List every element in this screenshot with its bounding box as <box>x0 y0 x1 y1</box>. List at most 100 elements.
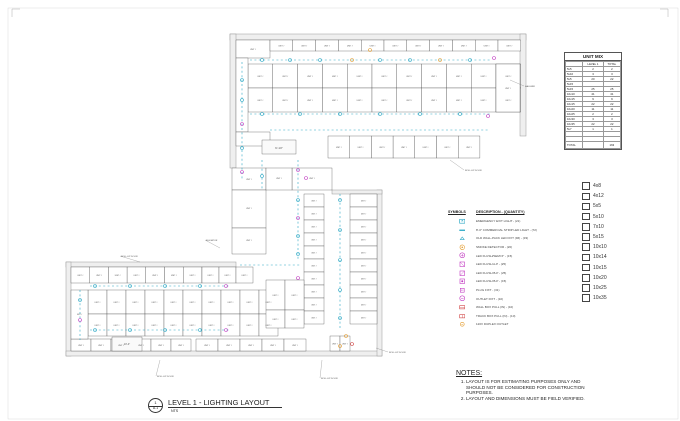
unit-label: UNIT # <box>257 76 264 78</box>
unit-size-label: 10x25 <box>593 284 607 291</box>
unit-label: UNIT # <box>171 302 178 304</box>
legend-description: LED FLUSH A-P - (25) <box>476 262 507 267</box>
storage-units <box>70 39 521 352</box>
unit-label: UNIT # <box>278 45 285 47</box>
drawing-number: 1 <box>154 400 157 405</box>
unit-label: UNIT # <box>392 45 399 47</box>
legend-description: LED FLUSH B-P - (15) <box>476 279 507 284</box>
unit-label: UNIT # <box>190 302 197 304</box>
leader-line <box>375 347 389 353</box>
unit-label: UNIT # <box>204 345 211 347</box>
unit-label: UNIT # <box>332 76 339 78</box>
unit-size-label: 10x35 <box>593 295 607 302</box>
unit-label: UNIT # <box>444 147 451 149</box>
unit-label: UNIT # <box>505 100 512 102</box>
light-fixture-icon <box>198 328 202 332</box>
legend-description: TRACK BOX PULL (IN) - (10) <box>476 313 516 318</box>
light-fixture-icon <box>163 284 167 288</box>
unit-size-swatch <box>582 263 590 272</box>
plan-labels: UNIT # UNIT # UNIT # UNIT # UNIT # UNIT # UNIT… <box>77 45 536 379</box>
legend-description: LED FLUSH B-P - (25) <box>476 270 507 275</box>
light-fixture-icon <box>240 98 244 102</box>
unit-label: UNIT # <box>78 345 85 347</box>
unit-label: UNIT # <box>456 76 463 78</box>
unit-mix-title: UNIT MIX <box>565 53 621 61</box>
unit-label: UNIT # <box>114 325 121 327</box>
led-circle-icon <box>459 252 465 259</box>
legend-symbol <box>448 313 476 320</box>
unit-size-swatch <box>582 274 590 282</box>
legend-row: SMOKE DETECTOR - (20) <box>448 243 558 252</box>
unit-label: UNIT # <box>361 214 366 216</box>
unit-label: UNIT # <box>152 302 159 304</box>
unit-label: UNIT # <box>311 214 316 216</box>
storage-unit <box>446 87 472 113</box>
legend-symbol <box>448 218 476 225</box>
storage-unit <box>371 63 397 89</box>
legend-description: LED FLUSH/SEMI 6" - (15) <box>476 253 513 258</box>
storage-unit <box>349 310 378 325</box>
unit-label: UNIT # <box>292 295 299 297</box>
light-fixture-icon <box>240 78 244 82</box>
unit-label: UNIT # <box>357 100 364 102</box>
unit-size-label: 7x10 <box>593 223 604 230</box>
unit-label: UNIT # <box>361 305 366 307</box>
unit-label: UNIT # <box>311 201 316 203</box>
unit-size-swatch <box>582 192 590 201</box>
unit-label: UNIT # <box>133 302 140 304</box>
legend-description: SMOKE DETECTOR - (20) <box>476 245 513 250</box>
unit-label: UNIT # <box>257 100 264 102</box>
light-fixture-icon <box>296 198 300 202</box>
notes-block: NOTES: LAYOUT IS FOR ESTIMATING PURPOSES… <box>456 370 596 401</box>
unit-label: UNIT # <box>506 45 513 47</box>
unit-label: UNIT # <box>379 147 386 149</box>
unit-size-swatch <box>582 294 590 302</box>
unit-size-item: 10x14 <box>582 252 642 262</box>
legend-rows: EMERGENCY EXIT LIGHT - (21)8'-0" COMMERC… <box>448 217 558 329</box>
unit-label: UNIT # <box>481 100 488 102</box>
leader-line <box>155 359 161 377</box>
light-fixture-icon <box>350 342 354 346</box>
light-fixture-icon <box>338 316 342 320</box>
light-fixture-icon <box>344 334 348 338</box>
unit-label: UNIT # <box>311 266 316 268</box>
note-item: LAYOUT AND DIMENSIONS MUST BE FIELD VERI… <box>466 396 596 402</box>
storage-unit <box>235 131 271 147</box>
storage-unit <box>265 167 293 191</box>
light-fixture-icon <box>296 234 300 238</box>
door-label: ROLL-UP DOOR <box>121 256 138 258</box>
unit-size-item: 10x20 <box>582 273 642 283</box>
legend-header-description: DESCRIPTION - (QUANTITY) <box>476 210 525 214</box>
legend-row: 120V DUPLEX OUTLET <box>448 320 558 329</box>
unit-label: UNIT # <box>332 343 339 345</box>
unit-label: UNIT # <box>361 279 366 281</box>
legend-row: EMERGENCY EXIT LIGHT - (21) <box>448 217 558 226</box>
storage-unit <box>247 63 273 89</box>
unit-size-label: 10x14 <box>593 254 607 261</box>
unit-size-item: 10x35 <box>582 293 642 303</box>
light-fixture-icon <box>78 318 82 322</box>
strip-light-icon <box>459 229 465 231</box>
storage-unit <box>70 289 89 340</box>
legend-symbol <box>448 244 476 251</box>
leader-line <box>204 239 221 249</box>
unit-label: UNIT # <box>361 292 366 294</box>
light-fixture-icon <box>458 112 462 116</box>
unit-label: UNIT # <box>133 325 140 327</box>
north-wall <box>229 33 527 41</box>
storage-unit <box>471 63 497 89</box>
storage-unit <box>495 63 521 113</box>
unit-size-label: 10x20 <box>593 274 607 281</box>
unit-size-label: 5x10 <box>593 213 604 220</box>
unit-label: UNIT # <box>77 314 82 316</box>
storage-unit <box>322 63 348 89</box>
light-fixture-icon <box>418 112 422 116</box>
title-underline <box>168 407 282 408</box>
sheet-border <box>7 7 679 420</box>
legend-row: WALL BOX PULL (IN) - (10) <box>448 303 558 312</box>
